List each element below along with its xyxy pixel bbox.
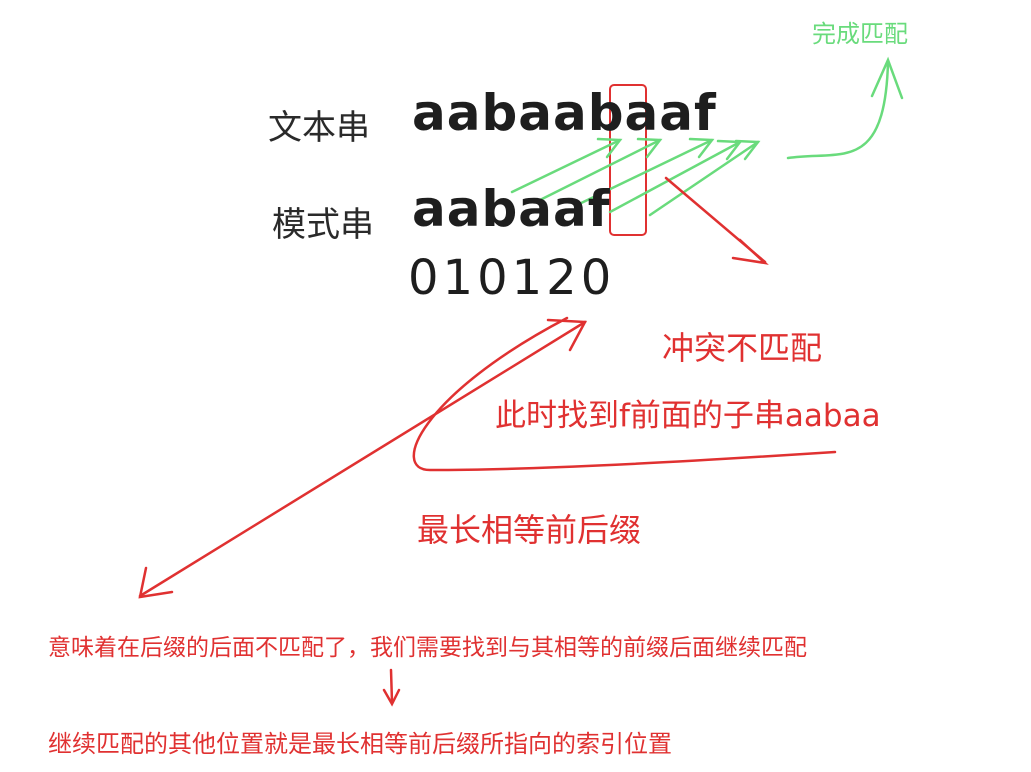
complete-arrow <box>786 56 904 160</box>
shift-arrow-5-head <box>734 139 761 161</box>
found-substring-label: 此时找到f前面的子串aabaa <box>495 398 881 434</box>
text-string-label: 文本串 <box>268 108 370 148</box>
shift-arrow-3-head <box>688 137 715 159</box>
down-arrow <box>382 668 401 707</box>
note-line-1: 意味着在后缀的后面不匹配了，我们需要找到与其相等的前缀后面继续匹配 <box>48 635 807 661</box>
longest-prefix-suffix-label: 最长相等前后缀 <box>417 511 642 549</box>
shift-arrows <box>510 137 761 217</box>
match-complete-label: 完成匹配 <box>812 20 908 48</box>
mismatch-highlight-box <box>609 84 647 236</box>
pattern-string: aabaaf <box>412 180 611 238</box>
shift-arrow-2-head <box>636 137 663 159</box>
shift-arrow-2 <box>538 138 662 202</box>
conflict-arrow <box>664 176 769 265</box>
prefix-arrow <box>138 316 837 599</box>
prefix-table: 010120 <box>408 250 616 306</box>
shift-arrow-5 <box>648 140 760 217</box>
shift-arrow-4 <box>608 140 742 214</box>
conflict-label: 冲突不匹配 <box>662 329 823 367</box>
shift-arrow-3 <box>573 138 714 208</box>
shift-arrow-1-head <box>596 137 623 159</box>
note-line-2: 继续匹配的其他位置就是最长相等前后缀所指向的索引位置 <box>48 730 672 758</box>
shift-arrow-1 <box>510 138 622 194</box>
pattern-string-label: 模式串 <box>272 205 374 245</box>
text-string: aabaabaaf <box>412 84 717 142</box>
